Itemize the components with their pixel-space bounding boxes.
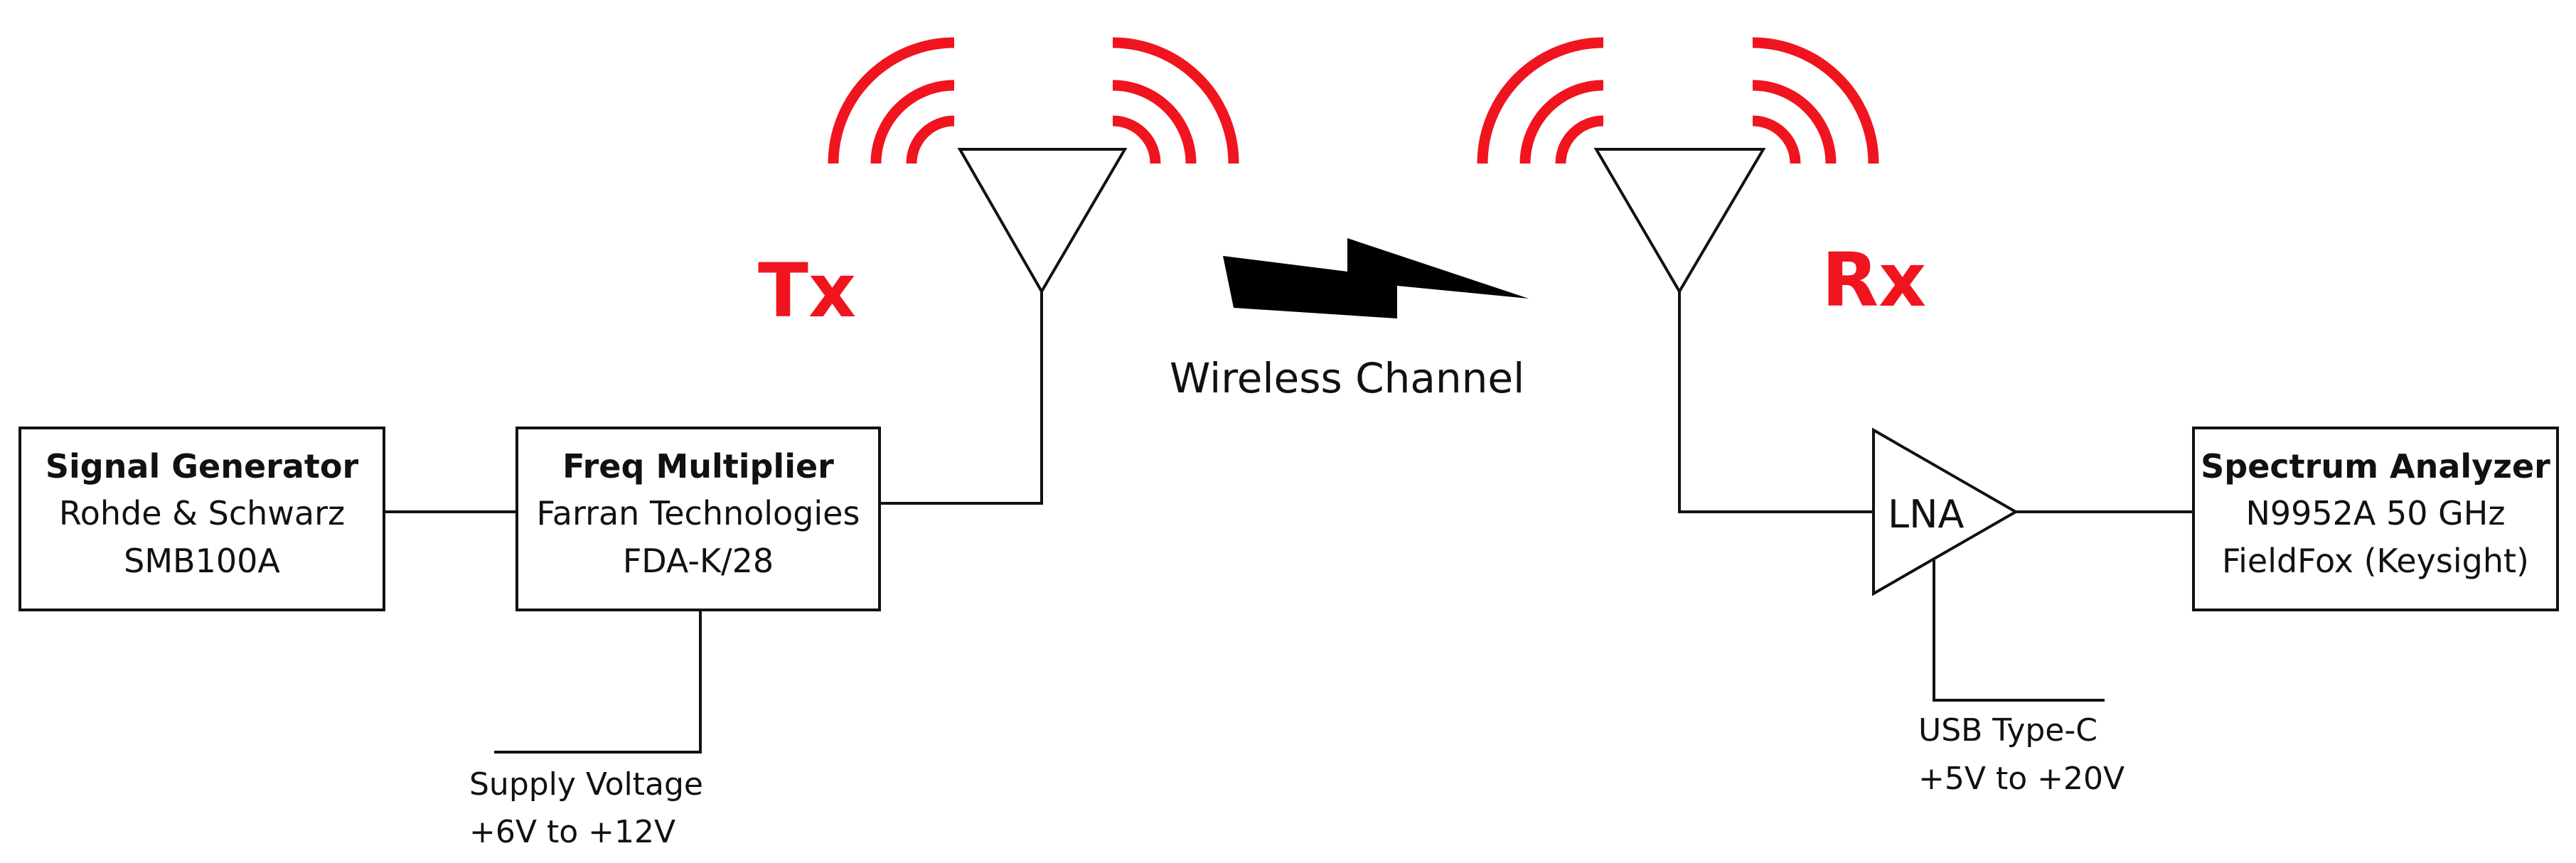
wireless-channel-label: Wireless Channel <box>1170 354 1524 402</box>
tx-wave-right-inner <box>1112 115 1161 164</box>
wire-multiplier-supply <box>494 610 702 754</box>
tx-radio-waves-icon <box>828 37 1239 164</box>
signal-generator-block: Signal Generator Rohde & Schwarz SMB100A <box>18 427 385 611</box>
tx-label: Tx <box>758 247 856 334</box>
rx-wave-right-inner <box>1752 115 1801 164</box>
rx-wave-right-middle <box>1752 80 1837 164</box>
lna-supply-line1: USB Type-C <box>1918 712 2097 749</box>
multiplier-supply-line1: Supply Voltage <box>469 766 703 803</box>
rx-wave-left-middle <box>1519 80 1604 164</box>
signal-generator-line2: SMB100A <box>124 542 280 580</box>
multiplier-supply-line2: +6V to +12V <box>469 814 675 850</box>
wire-lna-supply <box>1933 560 2105 702</box>
freq-multiplier-line1: Farran Technologies <box>537 494 860 532</box>
signal-generator-title: Signal Generator <box>46 447 359 486</box>
spectrum-analyzer-line1: N9952A 50 GHz <box>2245 494 2505 532</box>
lna-amplifier: LNA <box>1872 427 2019 596</box>
spectrum-analyzer-title: Spectrum Analyzer <box>2201 447 2550 486</box>
rx-label: Rx <box>1822 237 1926 323</box>
tx-wave-right-outer <box>1112 37 1239 164</box>
tx-antenna-icon <box>957 148 1128 503</box>
tx-wave-left-middle <box>870 80 955 164</box>
rx-wave-left-outer <box>1477 37 1604 164</box>
freq-multiplier-title: Freq Multiplier <box>562 447 834 486</box>
tx-wave-left-inner <box>906 115 955 164</box>
freq-multiplier-block: Freq Multiplier Farran Technologies FDA-… <box>515 427 881 611</box>
rx-radio-waves-icon <box>1477 37 1879 164</box>
lna-supply-line2: +5V to +20V <box>1918 761 2125 797</box>
spectrum-analyzer-block: Spectrum Analyzer N9952A 50 GHz FieldFox… <box>2192 427 2559 611</box>
lna-label: LNA <box>1888 492 1964 537</box>
tx-wave-right-middle <box>1112 80 1197 164</box>
rx-wave-left-inner <box>1555 115 1604 164</box>
rx-wave-right-outer <box>1752 37 1879 164</box>
freq-multiplier-line2: FDA-K/28 <box>623 542 774 580</box>
signal-generator-line1: Rohde & Schwarz <box>59 494 345 532</box>
spectrum-analyzer-line2: FieldFox (Keysight) <box>2222 542 2529 580</box>
tx-wave-left-outer <box>828 37 955 164</box>
wireless-lightning-icon <box>1223 238 1529 318</box>
rx-antenna-icon <box>1593 148 1766 512</box>
